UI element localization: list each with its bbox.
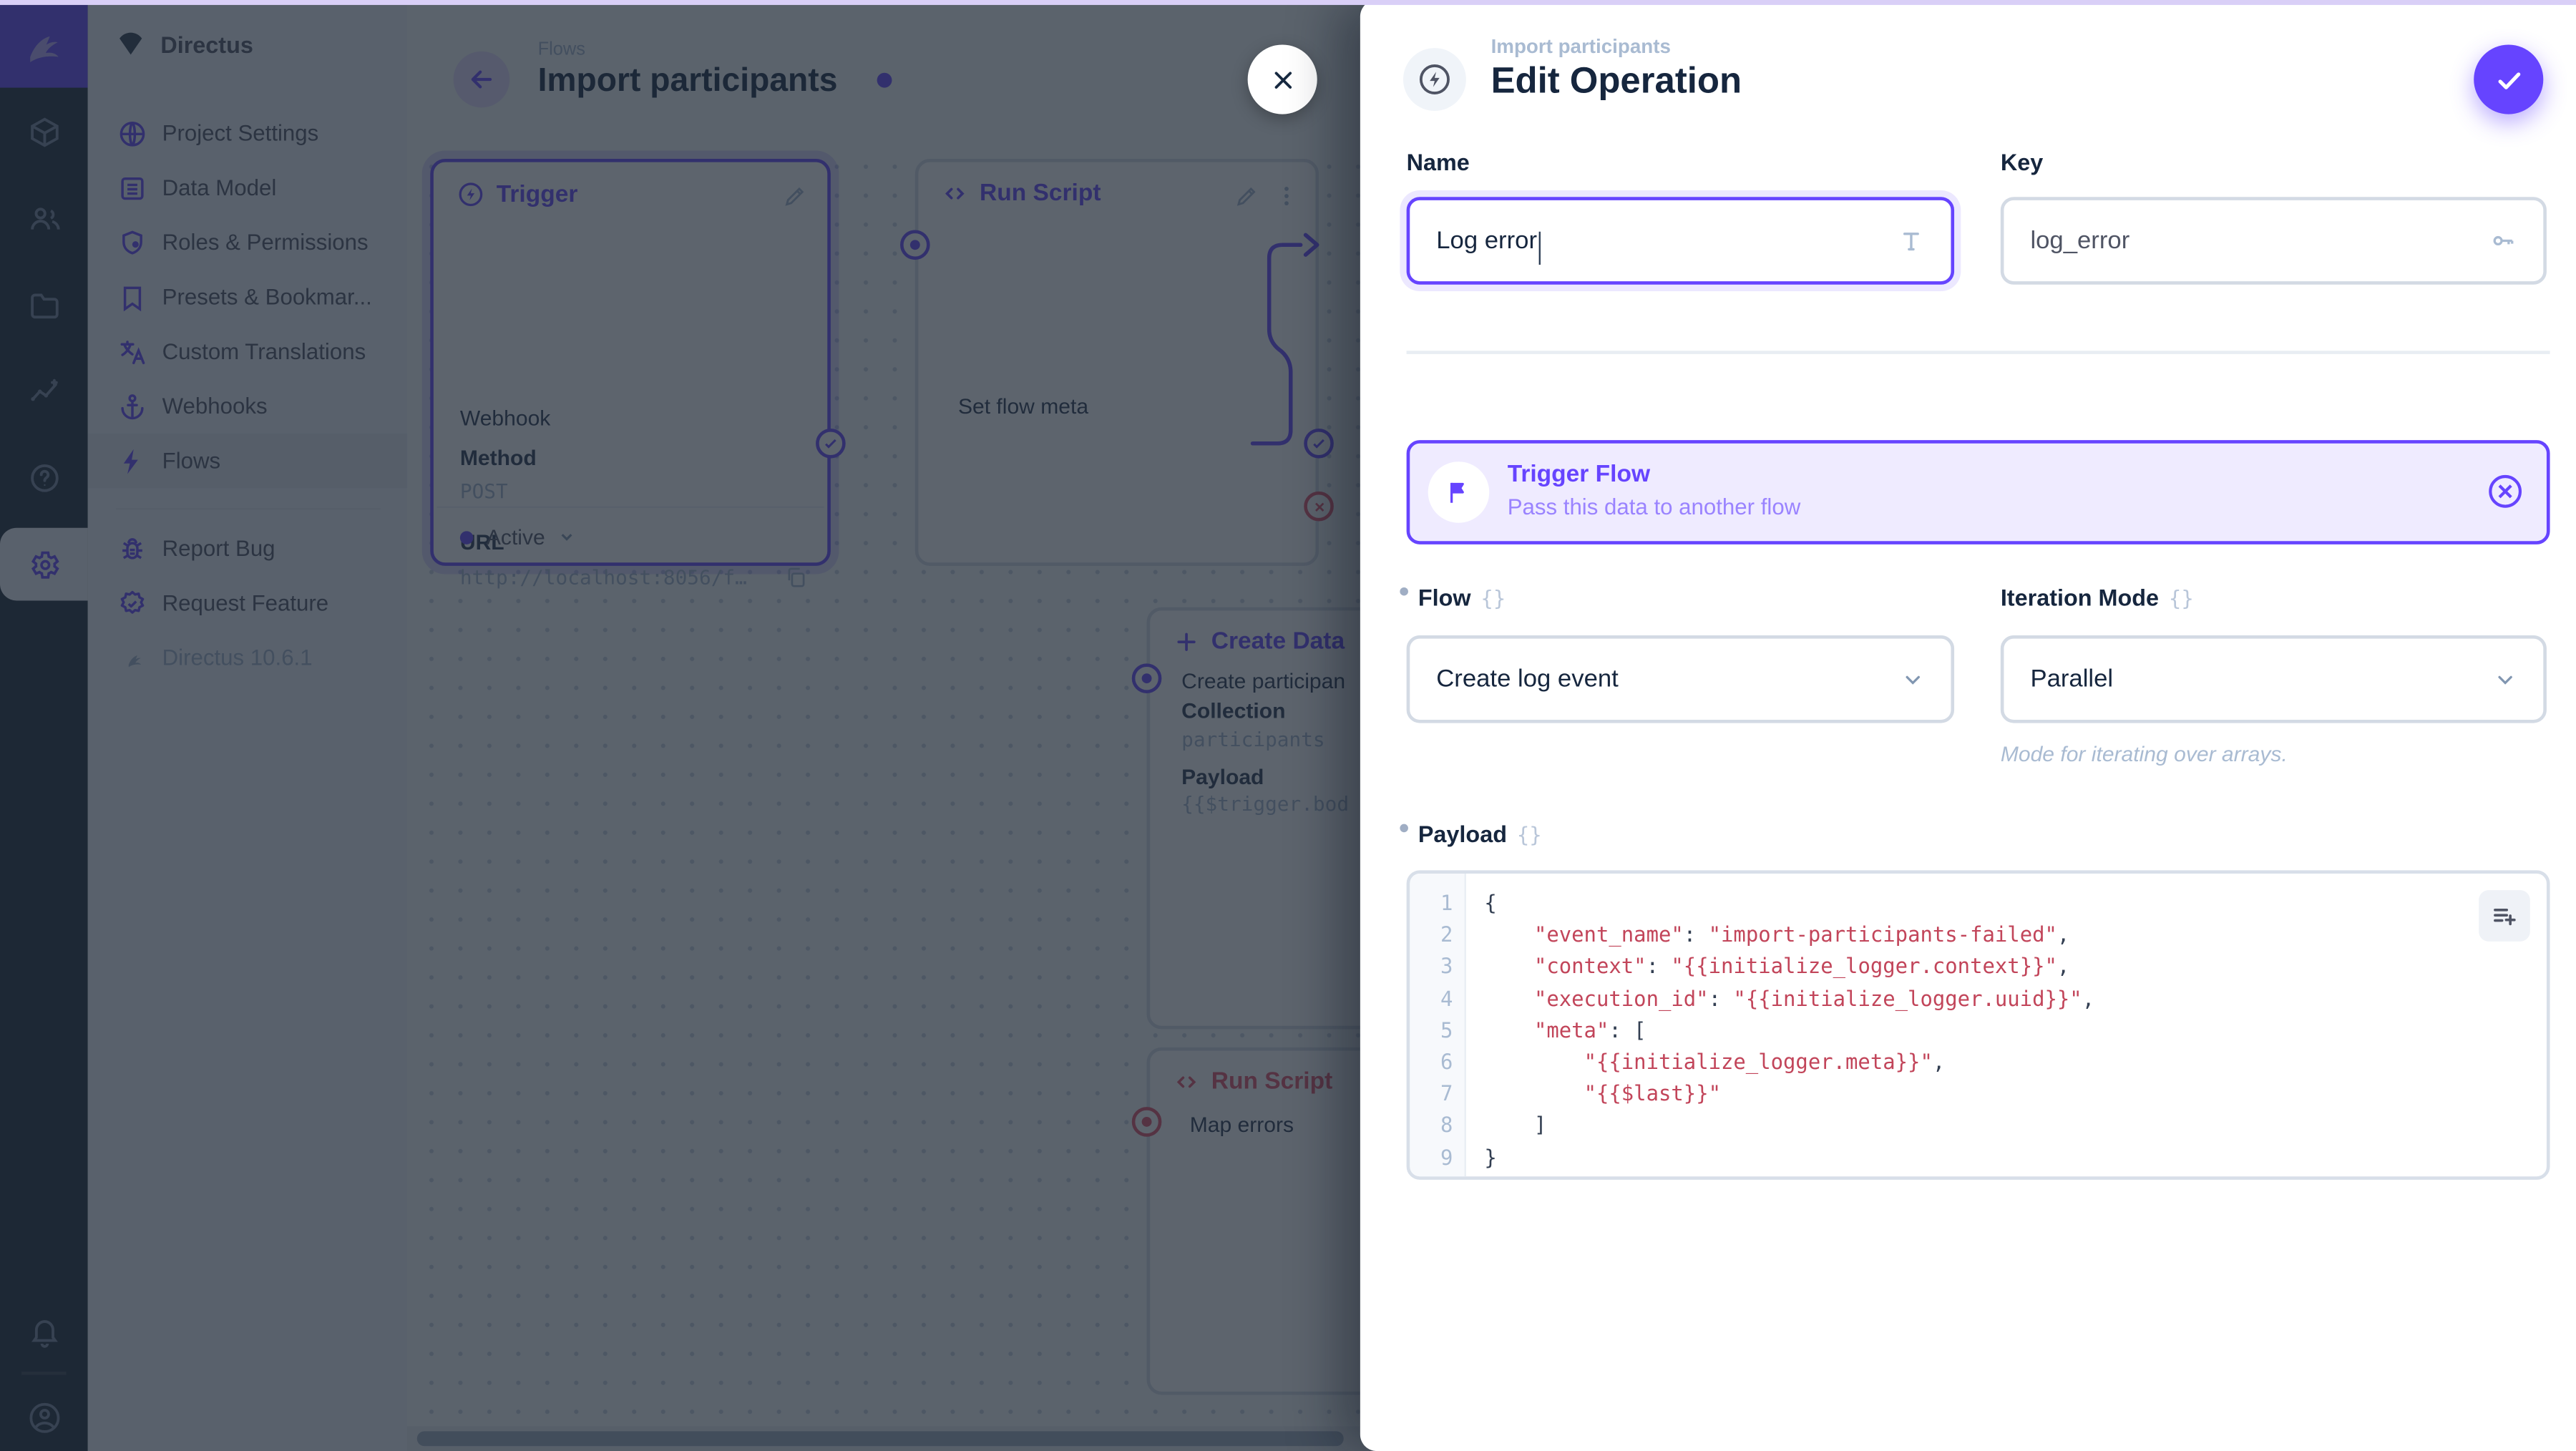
payload-label: Payload {} xyxy=(1400,821,1542,847)
close-icon xyxy=(1274,71,1291,88)
banner-close-icon[interactable] xyxy=(2485,472,2525,512)
flow-label: Flow {} xyxy=(1400,584,1506,610)
text-cursor xyxy=(1538,230,1541,264)
iteration-mode-note: Mode for iterating over arrays. xyxy=(2000,741,2288,766)
chevron-down-icon xyxy=(1901,668,1924,690)
drawer-breadcrumb: Import participants xyxy=(1491,34,1671,58)
circled-bolt-icon xyxy=(1419,64,1450,94)
drawer-title: Edit Operation xyxy=(1491,59,1742,102)
key-input[interactable]: log_error xyxy=(2000,197,2547,285)
raw-value-toggle-icon[interactable]: {} xyxy=(2168,585,2194,610)
flag-icon xyxy=(1428,461,1490,523)
save-button[interactable] xyxy=(2474,44,2544,114)
check-icon xyxy=(2497,72,2520,89)
key-label: Key xyxy=(2000,149,2044,176)
trigger-flow-banner[interactable]: Trigger Flow Pass this data to another f… xyxy=(1406,440,2550,544)
title-formatter-icon[interactable] xyxy=(1898,228,1924,254)
banner-subtitle: Pass this data to another flow xyxy=(1507,494,1801,520)
playlist-add-icon[interactable] xyxy=(2479,890,2530,942)
operation-icon xyxy=(1403,48,1466,111)
raw-value-toggle-icon[interactable]: {} xyxy=(1480,585,1506,610)
flow-select[interactable]: Create log event xyxy=(1406,635,1955,723)
name-input[interactable]: Log error xyxy=(1406,197,1955,285)
required-dot xyxy=(1400,823,1408,832)
key-icon xyxy=(2489,227,2517,255)
code-lines[interactable]: { "event_name": "import-participants-fai… xyxy=(1484,890,2095,1169)
chevron-down-icon xyxy=(2494,668,2517,690)
required-dot xyxy=(1400,586,1408,595)
drawer-divider xyxy=(1406,351,2550,354)
name-label: Name xyxy=(1406,149,1470,176)
top-accent-strip xyxy=(0,0,2576,5)
drawer-cancel-button[interactable] xyxy=(1247,44,1317,114)
edit-operation-drawer: Import participants Edit Operation Name … xyxy=(1360,0,2576,1451)
iteration-mode-select[interactable]: Parallel xyxy=(2000,635,2547,723)
raw-value-toggle-icon[interactable]: {} xyxy=(1516,821,1542,846)
iteration-mode-label: Iteration Mode {} xyxy=(2000,584,2194,611)
banner-title: Trigger Flow xyxy=(1507,461,1651,489)
